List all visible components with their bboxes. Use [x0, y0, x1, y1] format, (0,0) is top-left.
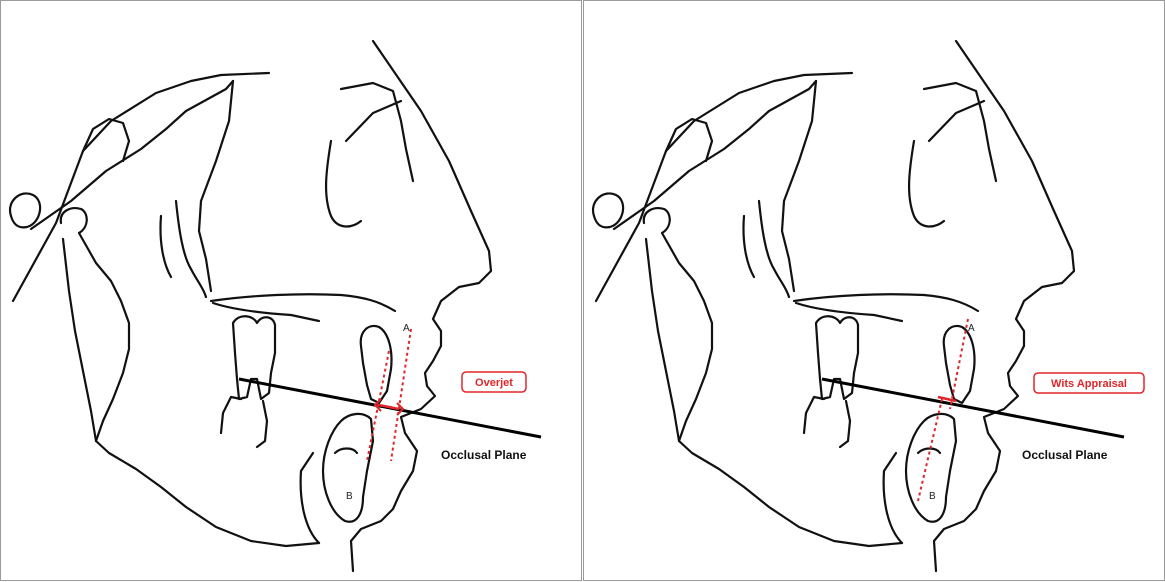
wits-appraisal-tag-label: Wits Appraisal [1051, 378, 1127, 390]
cephalogram-panel-wits: A B Occlusal Plane Wits Appraisal [583, 0, 1165, 581]
teeth-outlines [221, 316, 392, 522]
measure-tag: Overjet [462, 372, 526, 392]
soft-tissue-profile [934, 41, 1074, 571]
upper-incisor-reference-line [391, 329, 411, 461]
soft-tissue-profile [351, 41, 491, 571]
mandibular-symphysis [884, 453, 902, 543]
cephalometric-tracing-overjet: A B Occlusal Plane Overjet [1, 1, 583, 582]
mandibular-symphysis [301, 453, 319, 543]
cephalogram-panel-overjet: A B Occlusal Plane Overjet [0, 0, 582, 581]
a-point-perpendicular [950, 319, 968, 409]
measure-tag: Wits Appraisal [1034, 373, 1144, 393]
skull-outline [10, 73, 413, 546]
overjet-tag-label: Overjet [475, 377, 513, 389]
skull-outline [593, 73, 996, 546]
landmark-a-label: A [403, 323, 410, 334]
landmark-a-label: A [968, 323, 975, 334]
occlusal-plane-label: Occlusal Plane [1022, 448, 1108, 462]
cephalometric-tracing-wits: A B Occlusal Plane Wits Appraisal [584, 1, 1165, 582]
landmark-b-label: B [346, 491, 353, 502]
teeth-outlines [804, 316, 975, 522]
occlusal-plane-label: Occlusal Plane [441, 448, 527, 462]
landmark-b-label: B [929, 491, 936, 502]
